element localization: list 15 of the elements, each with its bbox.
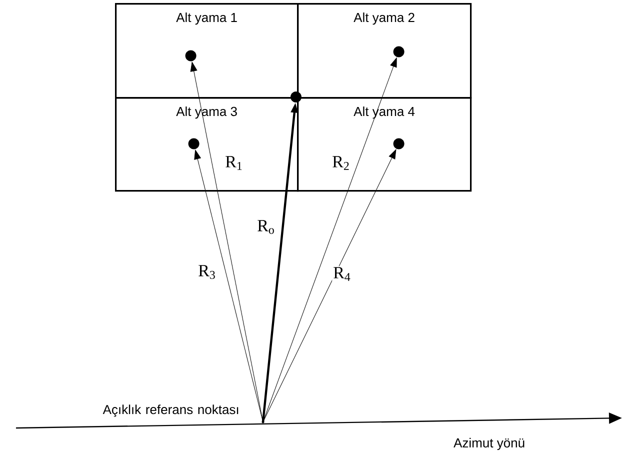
dot bbox=[393, 138, 404, 150]
dot bbox=[290, 92, 302, 102]
cell: Alt yama 2 bbox=[297, 3, 472, 99]
point-label: Açıklık referans noktası bbox=[102, 404, 238, 417]
edge-label: R$_{2}$ bbox=[331, 155, 351, 171]
axis-label: Azimut yönü bbox=[454, 438, 524, 450]
edge-label: R$_{3}$ bbox=[197, 264, 217, 280]
dot bbox=[185, 50, 196, 62]
reference-point bbox=[262, 420, 264, 424]
edge-label: R$_{o}$ bbox=[256, 219, 276, 235]
dot bbox=[393, 46, 404, 58]
edge-label: R$_{1}$ bbox=[224, 155, 244, 171]
dot bbox=[188, 138, 200, 150]
cell: Alt yama 1 bbox=[115, 3, 299, 99]
edge-label: R$_{4}$ bbox=[332, 266, 352, 282]
